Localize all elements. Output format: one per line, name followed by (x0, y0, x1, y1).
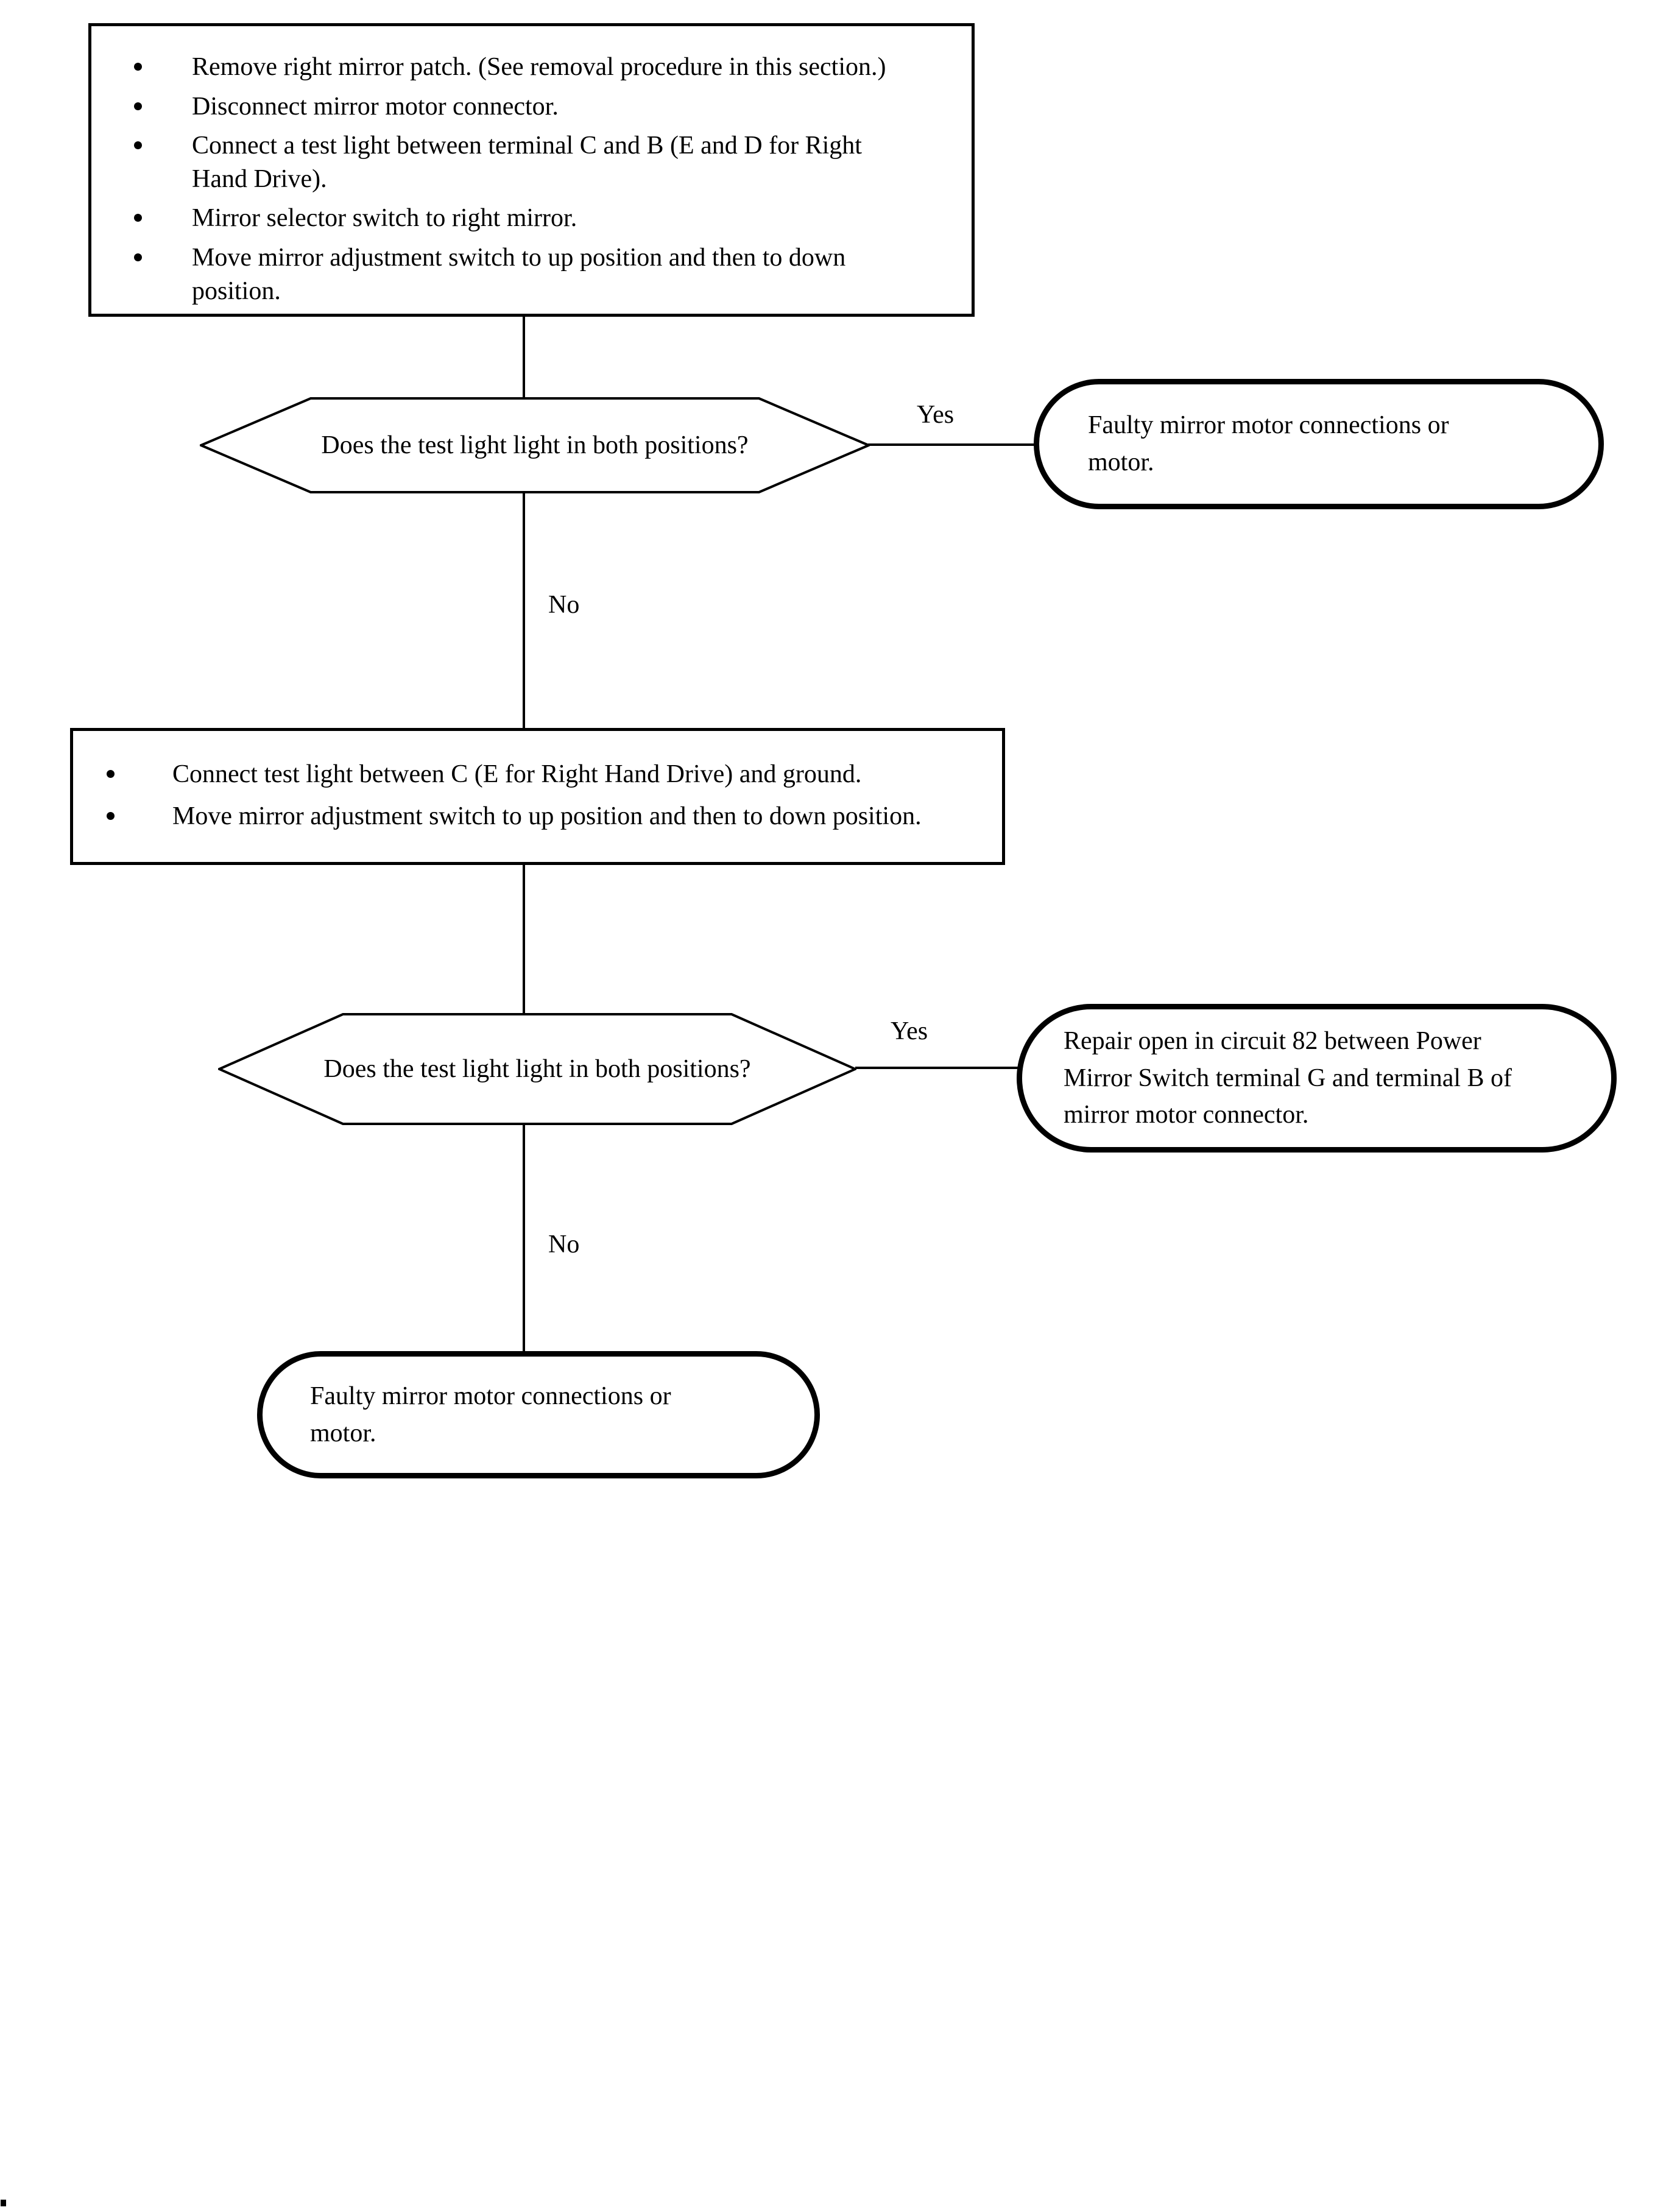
bullet-item: Disconnect mirror motor connector. (134, 90, 953, 124)
bullet-text: Connect a test light between terminal C … (192, 132, 862, 193)
bullet-text: Disconnect mirror motor connector. (192, 92, 559, 121)
bullet-dot-icon (134, 141, 142, 150)
yes-label-1: Yes (917, 401, 955, 429)
bullet-dot-icon (107, 811, 115, 820)
no-label-1: No (548, 591, 580, 619)
bullet-text: Move mirror adjustment switch to up posi… (192, 243, 846, 305)
decision-hexagon-1: Does the test light light in both positi… (200, 397, 870, 494)
bullet-dot-icon (107, 770, 115, 778)
result-oval-repair-circuit: Repair open in circuit 82 between Power … (1017, 1004, 1617, 1153)
procedure-box-1: Remove right mirror patch. (See removal … (88, 23, 975, 317)
hexagon-shape (218, 1013, 856, 1125)
bullet-dot-icon (134, 102, 142, 110)
procedure-box-2: Connect test light between C (E for Righ… (70, 728, 1005, 865)
bullet-item: Connect a test light between terminal C … (134, 129, 953, 196)
bullet-item: Mirror selector switch to right mirror. (134, 202, 953, 235)
bullet-item: Move mirror adjustment switch to up posi… (107, 800, 984, 833)
result-oval-faulty-motor-2: Faulty mirror motor connections or motor… (257, 1351, 820, 1478)
hexagon-outline (218, 1013, 856, 1125)
connector-line-yes-1 (868, 443, 1035, 446)
bullet-text: Move mirror adjustment switch to up posi… (172, 802, 922, 830)
decision-hexagon-2: Does the test light light in both positi… (218, 1012, 856, 1126)
bullet-dot-icon (134, 214, 142, 222)
result-text: Faulty mirror motor connections or motor… (310, 1382, 671, 1447)
bullet-item: Move mirror adjustment switch to up posi… (134, 241, 953, 308)
bullet-text: Connect test light between C (E for Righ… (172, 760, 862, 788)
bullet-item: Remove right mirror patch. (See removal … (134, 51, 953, 84)
connector-line-down-2 (523, 864, 525, 1014)
result-text: Faulty mirror motor connections or motor… (1088, 411, 1449, 476)
result-oval-faulty-motor-1: Faulty mirror motor connections or motor… (1034, 379, 1604, 509)
connector-line-no-2 (523, 1123, 525, 1354)
decision-question: Does the test light light in both positi… (323, 1055, 751, 1083)
bullet-text: Mirror selector switch to right mirror. (192, 204, 577, 233)
decision-question: Does the test light light in both positi… (321, 431, 749, 459)
bullet-item: Connect test light between C (E for Righ… (107, 758, 984, 791)
bullet-text: Remove right mirror patch. (See removal … (192, 53, 886, 81)
result-text: Repair open in circuit 82 between Power … (1064, 1026, 1512, 1129)
connector-line-yes-2 (855, 1067, 1018, 1069)
connector-line-no-1 (523, 493, 525, 729)
scan-artifact-speck (1, 2200, 6, 2206)
yes-label-2: Yes (891, 1017, 928, 1045)
connector-line-down-1 (523, 316, 525, 398)
no-label-2: No (548, 1230, 580, 1259)
bullet-dot-icon (134, 63, 142, 71)
bullet-dot-icon (134, 253, 142, 261)
